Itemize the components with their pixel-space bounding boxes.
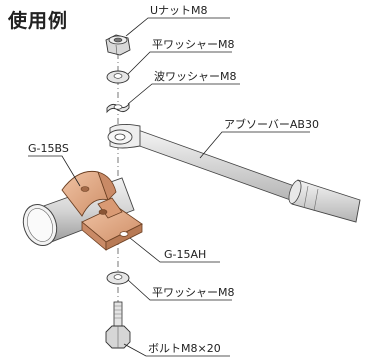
flat-washer-bottom [106,271,130,285]
page-title: 使用例 [8,10,69,32]
leader-flat-washer-top [127,51,232,75]
label-flat-washer-bottom: 平ワッシャーM8 [152,286,235,299]
g15ah-bracket [81,197,143,251]
bolt [105,301,131,349]
leader-g15ah [129,237,220,263]
absorber-rod [107,123,361,223]
leader-bolt [123,343,230,357]
leader-u-nut [125,17,230,37]
leader-absorber [199,131,310,159]
label-g15ah: G-15AH [164,248,207,261]
u-nut [105,34,131,56]
leader-wave-washer [127,83,240,105]
label-g15bs: G-15BS [28,142,69,155]
flat-washer-top [106,70,130,84]
label-bolt: ボルトM8×20 [148,342,221,355]
leader-g15bs [28,155,81,187]
label-wave-washer: 波ワッシャーM8 [154,70,237,83]
label-absorber: アブソーバーAB30 [224,118,319,131]
label-u-nut: UナットM8 [150,4,208,17]
label-flat-washer-top: 平ワッシャーM8 [152,38,235,51]
wave-washer [106,102,130,114]
leader-flat-washer-bottom [127,279,232,301]
g15bs-clamp [61,170,117,217]
